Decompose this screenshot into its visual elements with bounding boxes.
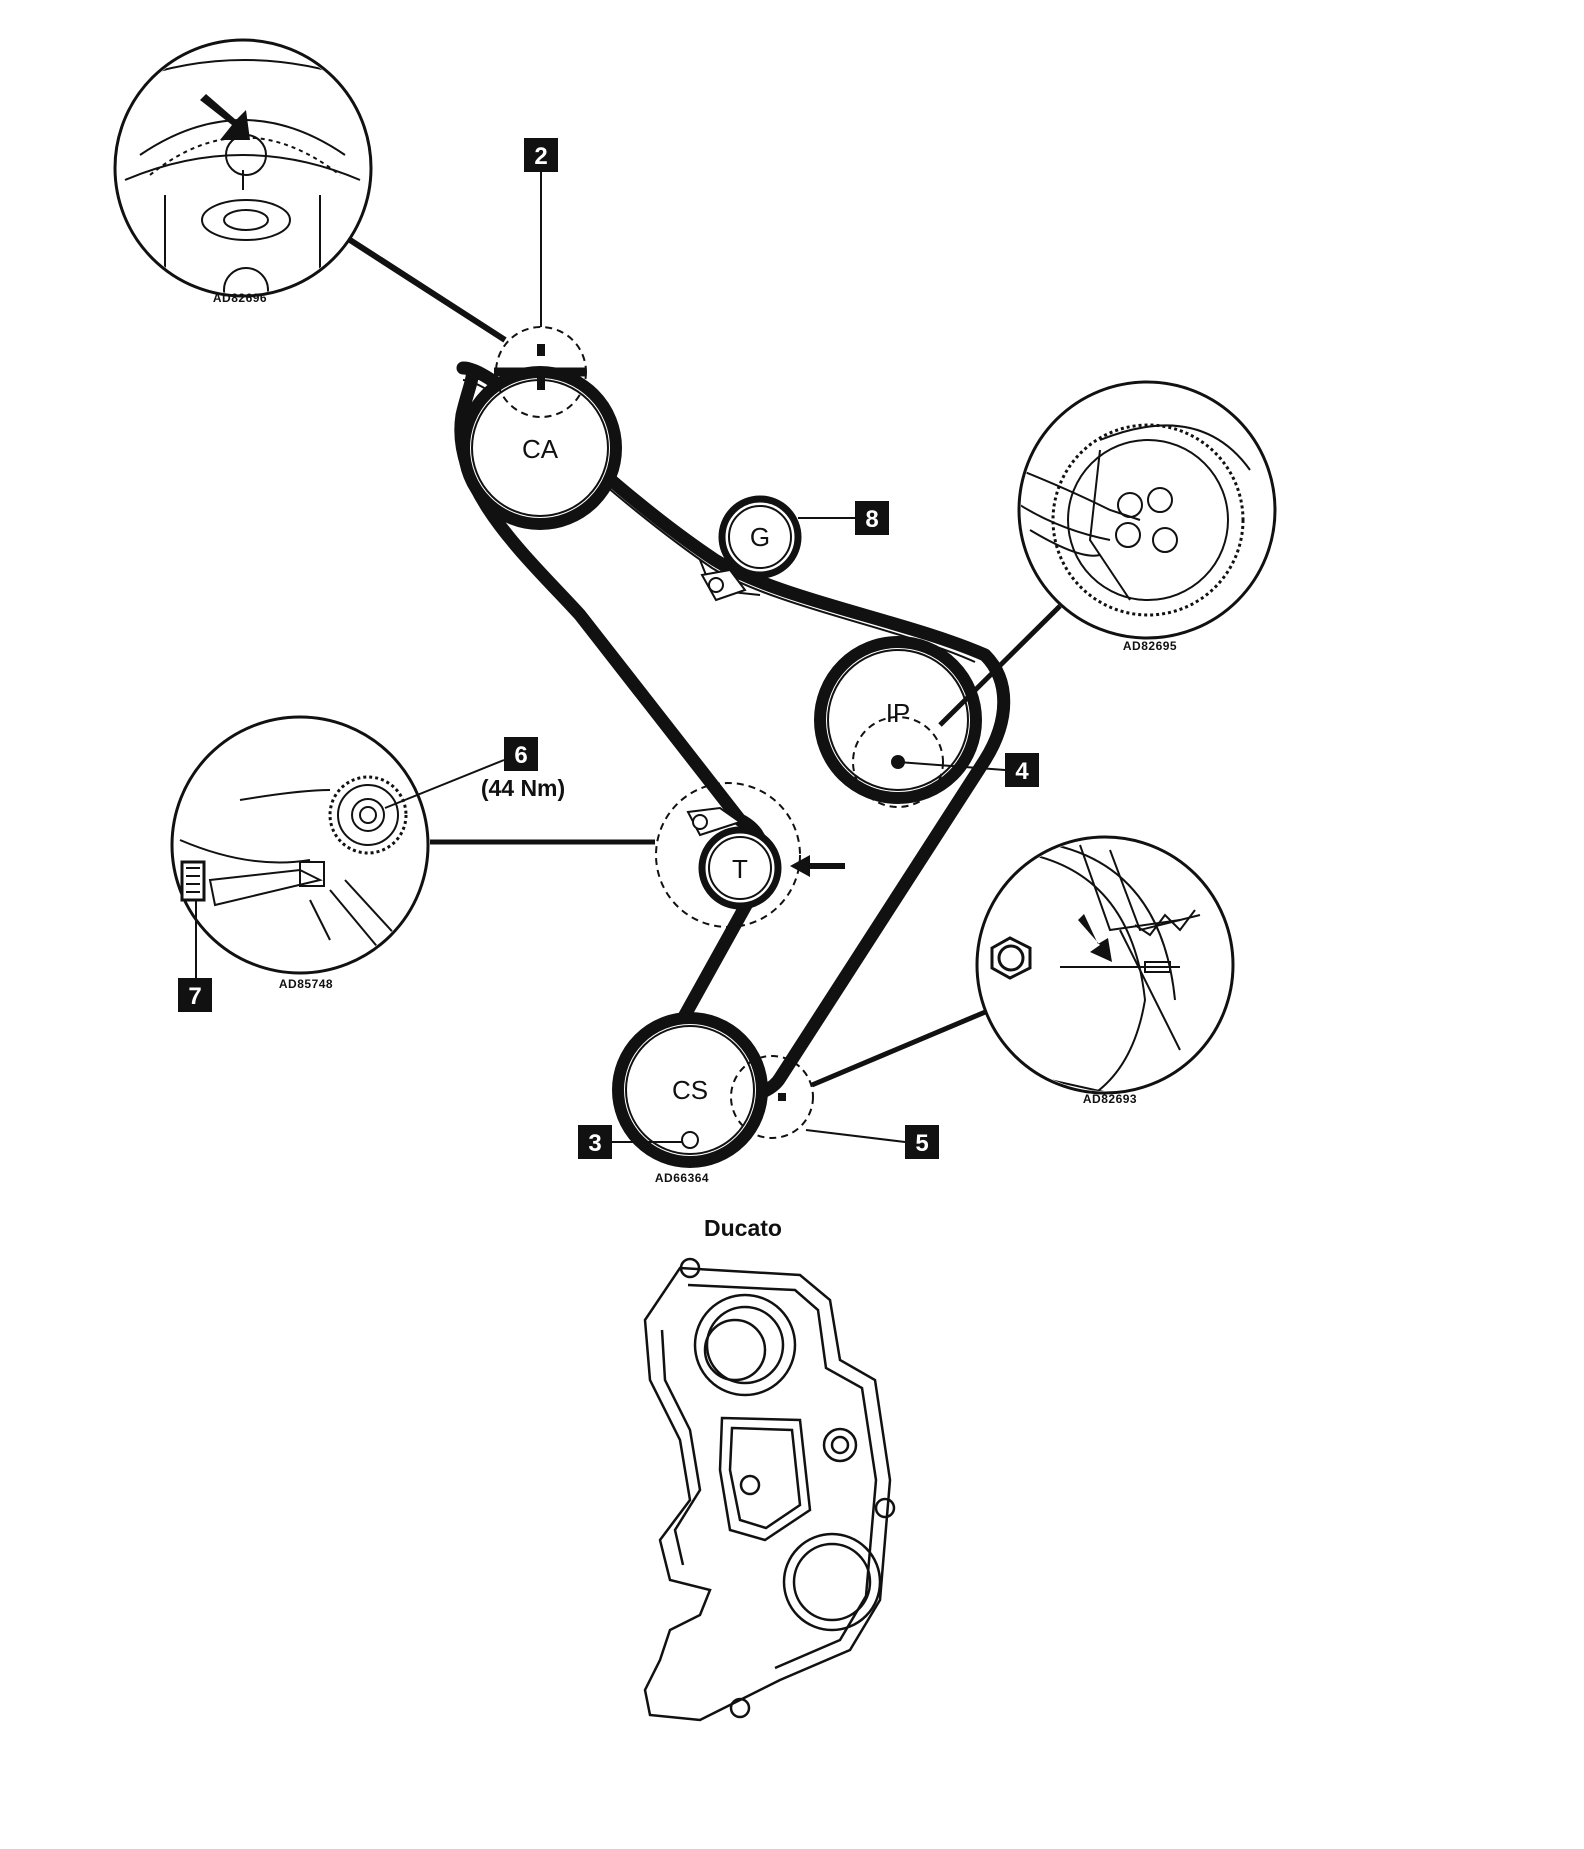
idler-label: G bbox=[750, 522, 770, 552]
camshaft-detail: AD82696 bbox=[113, 38, 507, 343]
injection-pump-detail-code: AD82695 bbox=[1123, 639, 1177, 653]
callout-3: 3 bbox=[578, 1125, 682, 1159]
callout-8: 8 bbox=[798, 501, 889, 535]
injection-pump-pulley: IP bbox=[814, 636, 982, 808]
crankshaft-detail-arrow bbox=[1078, 914, 1112, 962]
crankshaft-label: CS bbox=[672, 1075, 708, 1105]
idler-pulley: G bbox=[699, 495, 802, 602]
crankshaft-detail-code: AD82693 bbox=[1083, 1092, 1137, 1106]
camshaft-label: CA bbox=[522, 434, 559, 464]
callout-5: 5 bbox=[805, 1125, 939, 1159]
svg-text:6: 6 bbox=[514, 742, 527, 769]
svg-text:7: 7 bbox=[188, 983, 201, 1010]
camshaft-detail-code: AD82696 bbox=[213, 291, 267, 305]
callout-4: 4 bbox=[897, 753, 1039, 787]
tensioner-pulley: T bbox=[655, 782, 845, 928]
injection-pump-label: IP bbox=[886, 698, 911, 728]
camshaft-detail-arrow bbox=[200, 94, 250, 140]
camshaft-pulley: CA bbox=[458, 366, 622, 530]
tensioner-detail: AD85748 bbox=[170, 715, 655, 991]
svg-text:4: 4 bbox=[1015, 758, 1029, 785]
callout-6: 6 (44 Nm) bbox=[384, 737, 565, 809]
svg-text:5: 5 bbox=[915, 1130, 928, 1157]
crankshaft-detail: AD82693 bbox=[811, 835, 1235, 1106]
svg-text:8: 8 bbox=[865, 506, 878, 533]
tensioner-detail-code: AD85748 bbox=[279, 977, 333, 991]
callout-2: 2 bbox=[524, 138, 558, 327]
crankshaft-timing-mark bbox=[730, 1055, 814, 1139]
tensioner-torque: (44 Nm) bbox=[481, 775, 565, 801]
crankshaft-pulley: CS bbox=[612, 1012, 768, 1168]
injection-pump-detail: AD82695 bbox=[938, 380, 1277, 727]
svg-text:2: 2 bbox=[534, 143, 547, 170]
cover-caption: Ducato bbox=[704, 1215, 782, 1241]
callout-7: 7 bbox=[178, 900, 212, 1012]
tensioner-label: T bbox=[732, 854, 748, 884]
camshaft-timing-mark bbox=[494, 326, 587, 418]
svg-text:3: 3 bbox=[588, 1130, 601, 1157]
timing-cover bbox=[643, 1257, 896, 1722]
main-diagram-code: AD66364 bbox=[655, 1171, 709, 1185]
